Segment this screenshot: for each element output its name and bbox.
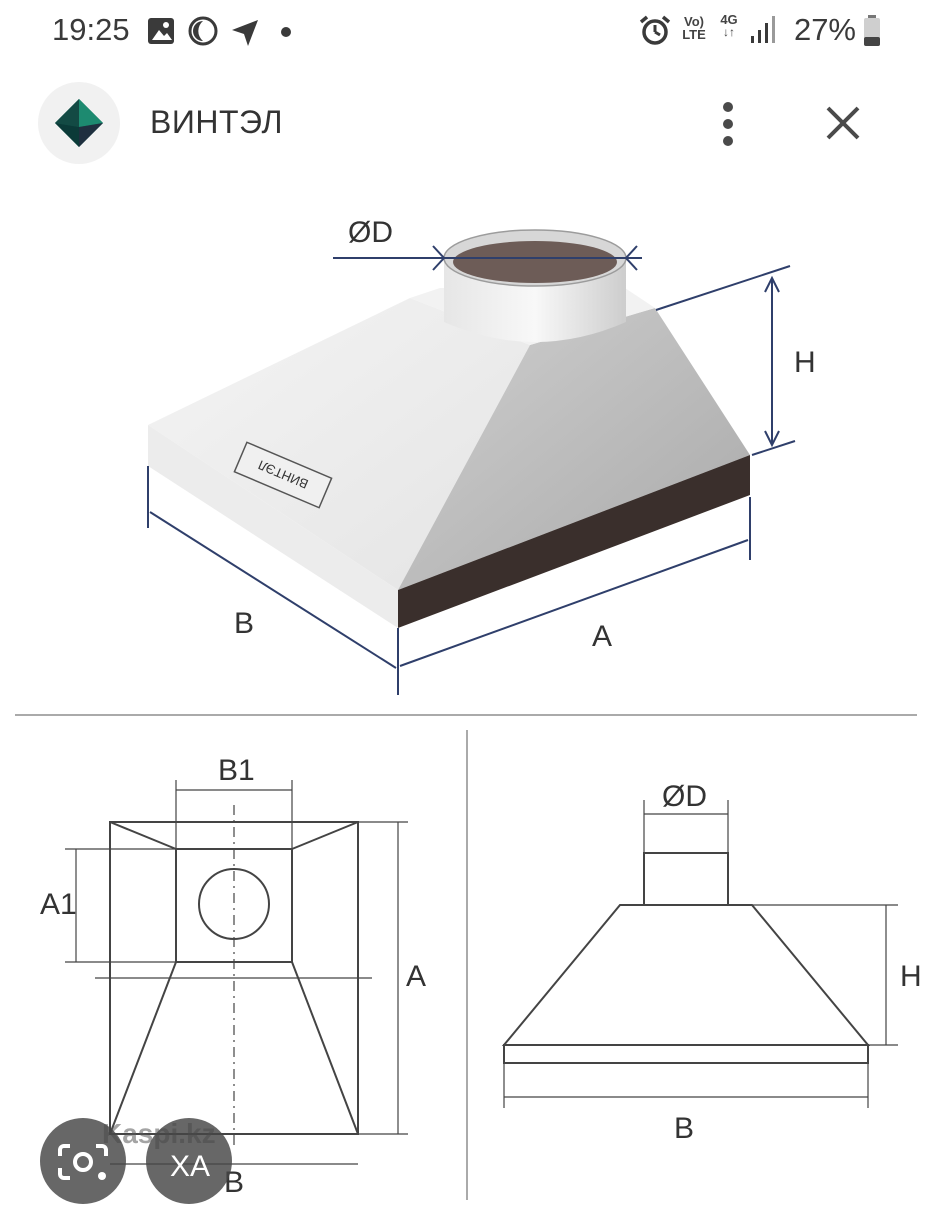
translate-glyph: XA (170, 1150, 210, 1183)
data-arrows-glyph: ↓↑ (723, 25, 735, 39)
status-time: 19:25 (52, 12, 130, 47)
plan-label-a: A (406, 960, 426, 993)
navigation-arrow-icon (232, 20, 258, 46)
hood-left-face (148, 298, 530, 590)
more-options-button[interactable] (708, 100, 748, 148)
vintel-logo-icon (55, 99, 103, 147)
translate-icon: XA (170, 1150, 210, 1183)
4g-icon: 4G ↓↑ (716, 13, 742, 39)
plan-view (65, 780, 408, 1165)
iso-label-diameter: ØD (348, 216, 393, 249)
iso-label-a: A (592, 620, 612, 653)
status-left-icons (146, 14, 306, 50)
iso-dimensions (147, 245, 796, 695)
site-name: ВИНТЭЛ (150, 104, 283, 140)
volte-bottom-text: LTE (682, 27, 706, 42)
battery-percent: 27% (793, 12, 856, 47)
dot-icon (281, 27, 291, 37)
hood-flange-right (398, 455, 750, 628)
google-lens-button[interactable] (40, 1118, 126, 1204)
site-logo[interactable] (38, 82, 120, 164)
side-view (501, 800, 898, 1108)
product-drawing[interactable]: ВИНТЭЛ ØD H B A (0, 180, 932, 1200)
battery-icon (864, 15, 880, 46)
volte-icon: Vo) LTE (679, 15, 709, 41)
iso-label-height: H (794, 346, 816, 379)
close-button[interactable] (818, 100, 868, 148)
alarm-icon (639, 15, 671, 45)
side-label-height: H (900, 960, 922, 993)
side-label-b: B (674, 1112, 694, 1145)
volte-top-text: Vo) (684, 14, 704, 29)
side-label-diameter: ØD (662, 780, 707, 813)
close-icon (826, 106, 860, 140)
iso-label-b: B (234, 607, 254, 640)
network-gen-text: 4G (720, 12, 738, 27)
signal-icon (751, 16, 775, 43)
hood-pipe-inner (453, 241, 617, 283)
hood-right-face (398, 308, 750, 590)
hood-flange-left (148, 425, 398, 628)
plan-label-b1: B1 (218, 754, 255, 787)
translate-button[interactable]: XA (146, 1118, 232, 1204)
more-vert-icon (723, 102, 733, 146)
google-lens-icon (58, 1144, 108, 1180)
image-icon (148, 18, 174, 44)
status-bar: 19:25 Vo) LTE (0, 0, 932, 64)
app-header: ВИНТЭЛ (0, 80, 932, 170)
dnd-moon-icon (188, 16, 218, 46)
plan-label-a1: A1 (40, 888, 77, 921)
isometric-hood: ВИНТЭЛ (148, 229, 750, 628)
